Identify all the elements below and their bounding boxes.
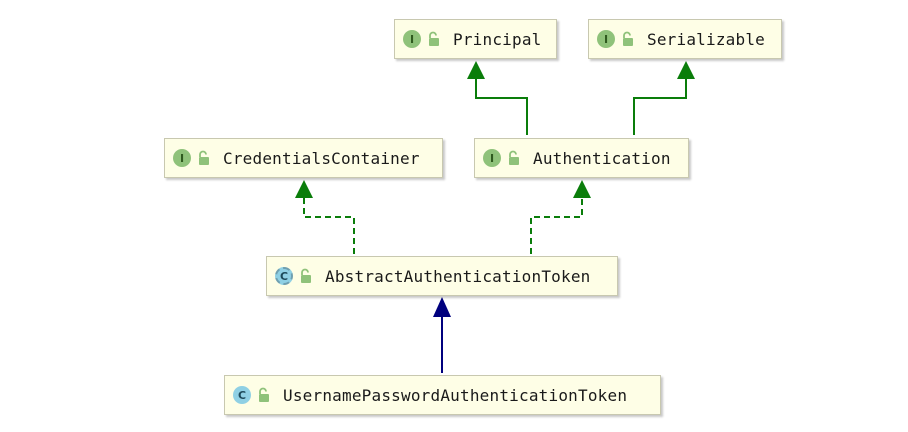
interface-icon: I — [403, 30, 421, 48]
arrowhead — [433, 297, 451, 317]
edge-abstract-credentials — [295, 180, 355, 254]
arrowhead — [295, 180, 313, 198]
arrowhead — [573, 180, 591, 198]
node-label: Authentication — [533, 148, 671, 168]
node-label: Serializable — [647, 29, 765, 49]
abstract-class-icon: C — [275, 267, 293, 285]
node-label: CredentialsContainer — [223, 148, 420, 168]
edge-username-abstract — [433, 297, 451, 373]
class-icon: C — [233, 386, 251, 404]
unlocked-icon — [623, 31, 633, 46]
unlocked-icon — [429, 31, 439, 46]
node-label: UsernamePasswordAuthenticationToken — [283, 385, 628, 405]
interface-icon: I — [483, 149, 501, 167]
node-authentication[interactable]: I Authentication — [474, 138, 689, 178]
unlocked-icon — [259, 387, 269, 402]
node-label: AbstractAuthenticationToken — [325, 266, 591, 286]
unlocked-icon — [199, 150, 209, 165]
node-username-password-authentication-token[interactable]: C UsernamePasswordAuthenticationToken — [224, 375, 661, 415]
interface-icon: I — [597, 30, 615, 48]
edge-authentication-serializable — [633, 61, 695, 135]
node-credentials-container[interactable]: I CredentialsContainer — [164, 138, 443, 178]
node-abstract-authentication-token[interactable]: C AbstractAuthenticationToken — [266, 256, 618, 296]
edge-abstract-authentication — [530, 180, 591, 254]
unlocked-icon — [509, 150, 519, 165]
arrowhead — [467, 61, 485, 79]
node-principal[interactable]: I Principal — [394, 19, 557, 59]
edge-authentication-principal — [467, 61, 528, 135]
node-serializable[interactable]: I Serializable — [588, 19, 782, 59]
node-label: Principal — [453, 29, 542, 49]
arrowhead — [677, 61, 695, 79]
unlocked-icon — [301, 268, 311, 283]
interface-icon: I — [173, 149, 191, 167]
